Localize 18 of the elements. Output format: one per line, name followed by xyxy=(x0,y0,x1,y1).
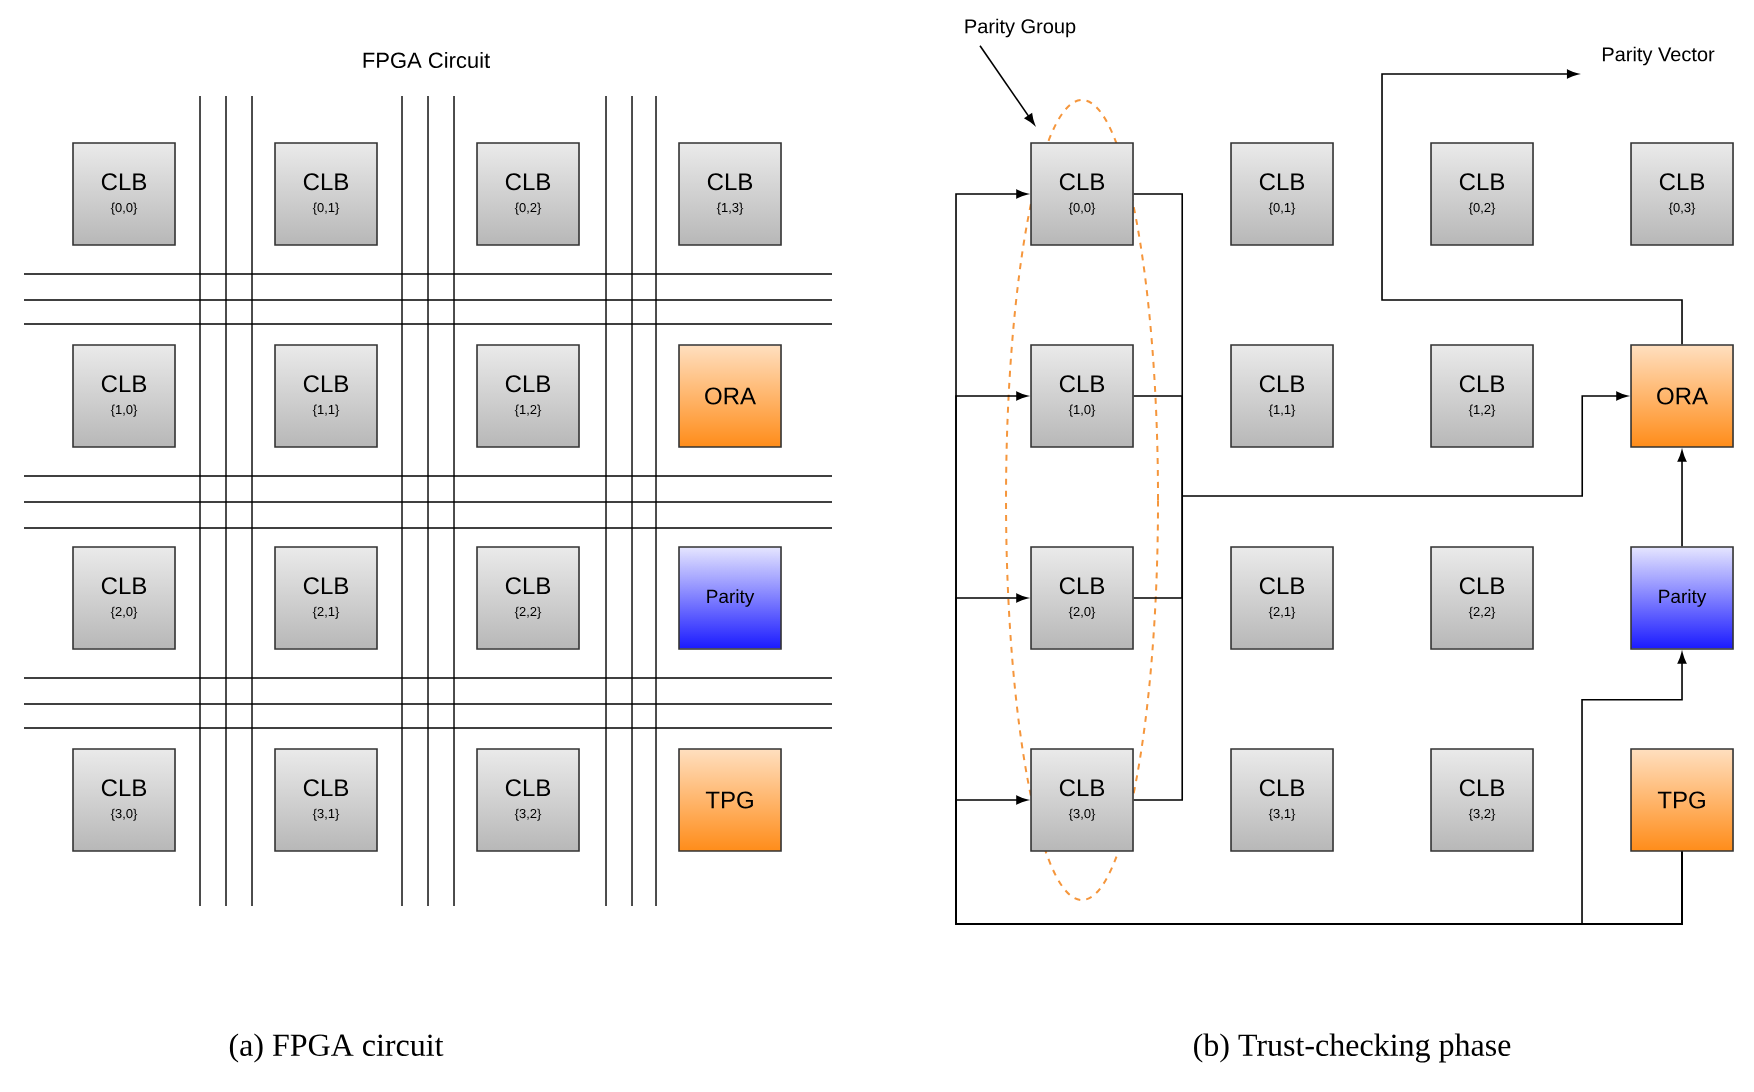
leader-line xyxy=(979,44,1035,125)
connector-arrow xyxy=(1677,450,1687,547)
analyzer-block: ORA xyxy=(678,344,782,448)
caption: (a) FPGA circuit xyxy=(229,1033,444,1063)
connector-line xyxy=(1133,495,1183,801)
caption: (b) Trust-checking phase xyxy=(1194,1033,1511,1063)
generator-block: TPG xyxy=(1630,748,1734,852)
panel-title: FPGA Circuit xyxy=(363,51,490,69)
connector-arrow xyxy=(1181,391,1628,497)
parity-block: Parity xyxy=(678,546,782,650)
annotation-text: Parity Vector xyxy=(1602,46,1715,66)
generator-block: TPG xyxy=(678,748,782,852)
parity-block: Parity xyxy=(1630,546,1734,650)
annotation-text: Parity Group xyxy=(965,18,1076,38)
connector-arrow xyxy=(1581,652,1687,925)
connector-line xyxy=(1133,395,1183,497)
analyzer-block: ORA xyxy=(1630,344,1734,448)
connector-arrow xyxy=(1381,69,1683,345)
